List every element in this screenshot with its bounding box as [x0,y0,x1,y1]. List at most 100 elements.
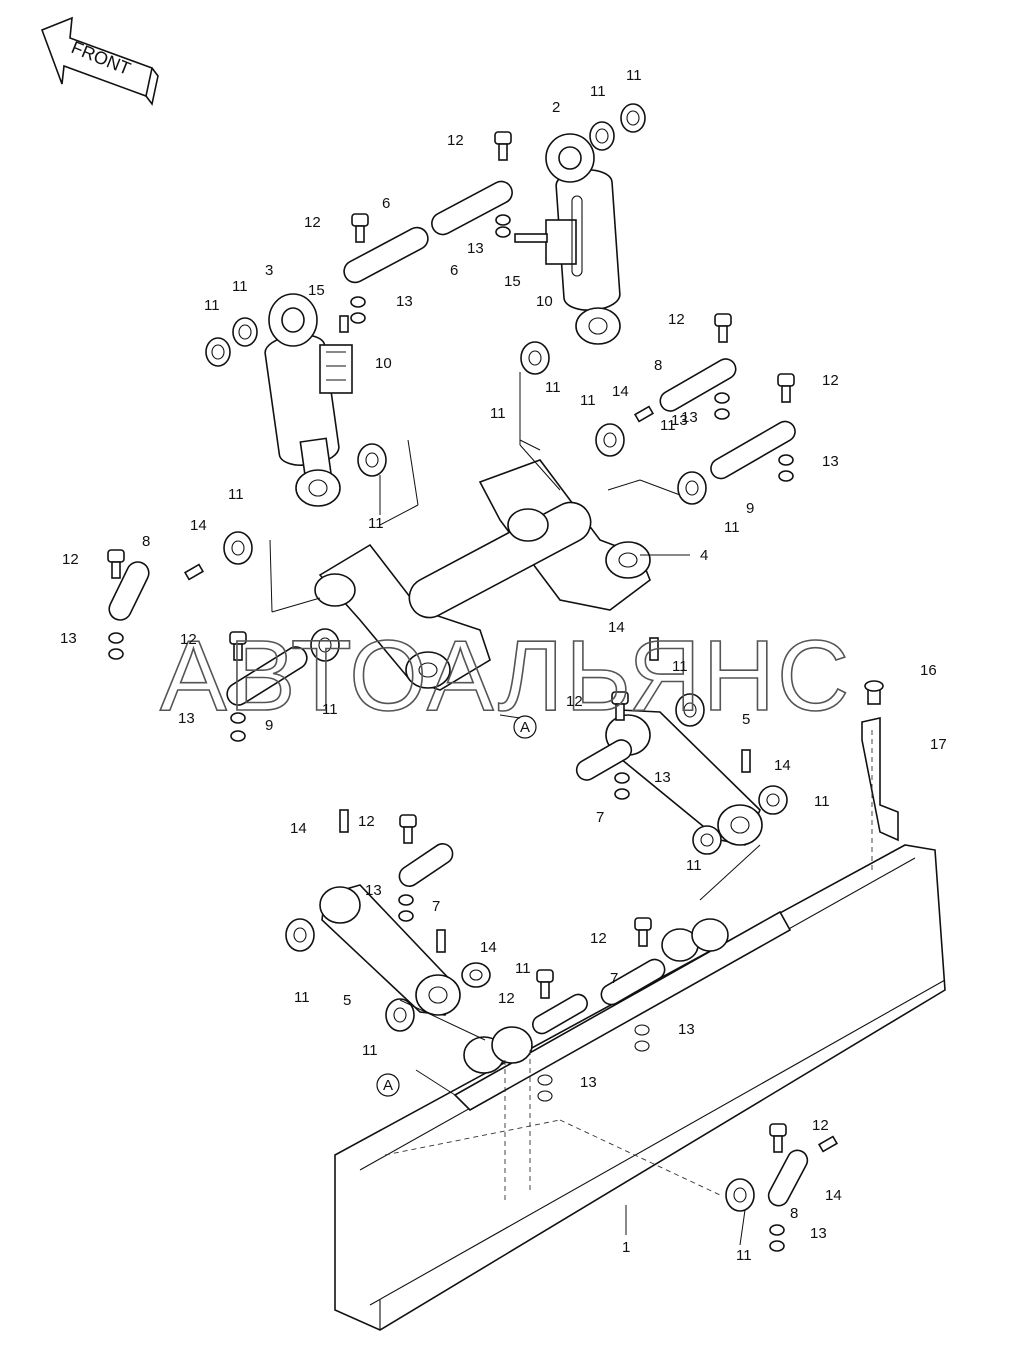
reference-mark-a-lower: A [376,1073,400,1097]
callout-c8a: 8 [142,533,150,550]
callout-c13d: 13 [822,453,839,470]
washers-11 [205,103,788,1212]
reference-mark-a-upper-label: A [520,719,530,736]
callout-c13k: 13 [810,1225,827,1242]
callout-c12f: 12 [180,631,197,648]
callout-c13b: 13 [396,293,413,310]
callout-c14b: 14 [190,517,207,534]
callout-c11p: 11 [362,1042,378,1059]
grease-fittings-14 [183,405,839,1153]
bolts-12 [107,131,795,1153]
callout-c13e: 13 [60,630,77,647]
reference-mark-a-upper: A [513,715,537,739]
callout-c17: 17 [930,736,947,753]
callout-c12a: 12 [447,132,464,149]
callout-c13l: 13 [681,409,698,426]
callout-c13h: 13 [365,882,382,899]
link-arm-5-left [319,884,461,1016]
callout-c7a: 7 [596,809,604,826]
grease-fittings-15 [339,315,349,333]
callout-c14a: 14 [612,383,629,400]
callout-c3: 3 [265,262,273,279]
callout-c11a: 11 [590,83,606,100]
frame-bracket-4 [314,459,651,691]
pin-6-upper [431,180,513,236]
callout-c9b: 9 [265,717,273,734]
callout-c16: 16 [920,662,937,679]
pin-8-upper-right [659,358,737,412]
callout-c11m: 11 [686,857,702,874]
pin-8-lower-right [767,1149,809,1207]
callout-c13a: 13 [467,240,484,257]
callout-c11b: 11 [626,67,642,84]
reference-mark-a-lower-label: A [383,1077,393,1094]
callout-c6a: 6 [382,195,390,212]
callout-c7b: 7 [432,898,440,915]
callout-c13f: 13 [178,710,195,727]
pin-7-middle [398,843,454,887]
callout-c13c: 13 [671,412,688,429]
hidden-lines [384,730,873,1200]
callout-c15b: 15 [504,273,521,290]
pin-9-left [226,646,308,706]
callout-c14g: 14 [825,1187,842,1204]
callout-c12i: 12 [590,930,607,947]
callout-c14c: 14 [608,619,625,636]
callout-c12d: 12 [822,372,839,389]
callout-c13j: 13 [580,1074,597,1091]
callout-c13g: 13 [654,769,671,786]
callout-c9a: 9 [746,500,754,517]
wing-bolt-16 [864,680,884,705]
callout-c12h: 12 [358,813,375,830]
callout-c1: 1 [622,1239,630,1256]
callout-c12c: 12 [668,311,685,328]
callout-c6b: 6 [450,262,458,279]
callout-c11r: 11 [490,405,506,422]
leader-lines [269,372,761,1246]
callout-c11f: 11 [580,392,596,409]
callout-c11q: 11 [736,1247,752,1264]
callout-c12g: 12 [566,693,583,710]
callout-c11h: 11 [228,486,244,503]
callout-c11j: 11 [322,701,338,718]
pin-9-upper-right [710,420,796,480]
callout-c7c: 7 [610,970,618,987]
callout-c10b: 10 [536,293,553,310]
nuts-13 [108,214,794,1252]
callout-c11i: 11 [724,519,740,536]
callout-c5b: 5 [343,992,351,1009]
pin-8-left [108,561,150,621]
callout-c11n: 11 [294,989,310,1006]
callout-c11d: 11 [232,278,248,295]
front-arrow-icon: FRONT [40,16,159,106]
callout-c12k: 12 [812,1117,829,1134]
callout-c11g: 11 [368,515,384,532]
hydraulic-cylinder-left [264,293,353,507]
callout-labels: 1 2 3 4 5 5 6 6 7 7 7 8 8 8 9 9 10 10 11… [60,67,947,1264]
bracket-17 [861,717,899,842]
callout-c11o: 11 [515,960,531,977]
callout-c2: 2 [552,99,560,116]
callout-c14e: 14 [290,820,307,837]
pin-7-lower [532,958,666,1035]
callout-c8b: 8 [654,357,662,374]
callout-c11e: 11 [545,379,561,396]
pin-7-upper [575,739,633,781]
link-arm-5-right [605,709,763,846]
callout-c4: 4 [700,547,708,564]
callout-c11k: 11 [672,658,688,675]
callout-c11c: 11 [204,297,220,314]
callout-c13i: 13 [678,1021,695,1038]
callout-c15a: 15 [308,282,325,299]
callout-c12j: 12 [498,990,515,1007]
callout-c5a: 5 [742,711,750,728]
callout-c12e: 12 [62,551,79,568]
callout-c14d: 14 [774,757,791,774]
callout-c11l: 11 [814,793,830,810]
hydraulic-cylinder-right [514,133,621,345]
callout-c14f: 14 [480,939,497,956]
pin-6-lower [343,226,429,284]
callout-c10a: 10 [375,355,392,372]
watermark-text: АВТОАЛЬЯНС [160,620,851,732]
